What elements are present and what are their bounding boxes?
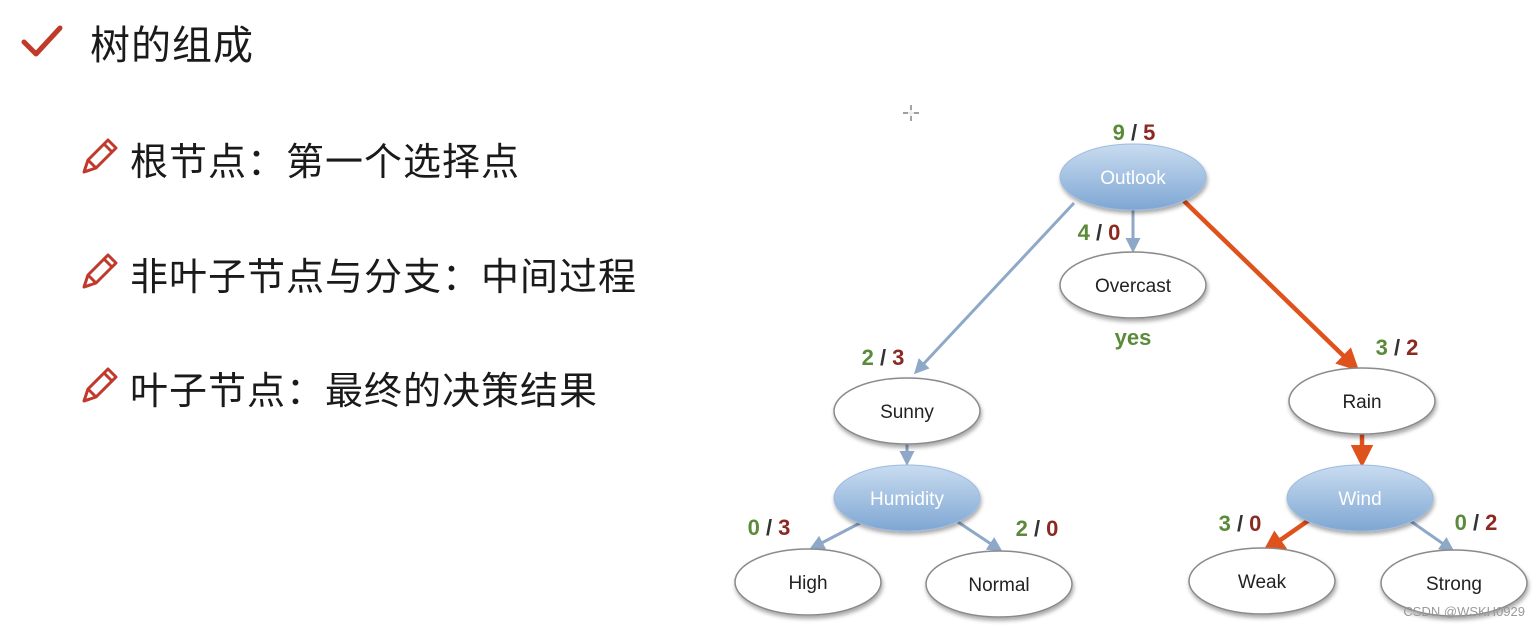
watermark: CSDN @WSKH0929 bbox=[1403, 604, 1525, 619]
no-count: 3 bbox=[772, 515, 790, 540]
no-count: 0 bbox=[1102, 220, 1120, 245]
node-outlook-label: Outlook bbox=[1100, 168, 1166, 189]
node-wind-label: Wind bbox=[1338, 489, 1381, 510]
yes-count: 4 bbox=[1078, 220, 1096, 245]
count-outlook: 9 / 5 bbox=[1113, 120, 1156, 145]
count-separator: / bbox=[766, 515, 772, 540]
yes-count: 0 bbox=[1455, 510, 1473, 535]
count-separator: / bbox=[1394, 335, 1400, 360]
yes-count: 9 bbox=[1113, 120, 1131, 145]
bullet-text: 根节点：第一个选择点 bbox=[130, 139, 521, 184]
bullet-internal-node: 非叶子节点与分支：中间过程 bbox=[76, 243, 637, 303]
count-separator: / bbox=[880, 345, 886, 370]
node-strong-label: Strong bbox=[1426, 574, 1482, 595]
edge-humidity-normal bbox=[957, 520, 1003, 552]
node-humidity-label: Humidity bbox=[870, 489, 944, 510]
edge-wind-weak bbox=[1262, 516, 1314, 553]
count-weak: 3 / 0 bbox=[1219, 511, 1262, 536]
node-high: High bbox=[734, 548, 882, 616]
count-separator: / bbox=[1237, 511, 1243, 536]
node-outlook-shape bbox=[1059, 143, 1207, 211]
node-rain-label: Rain bbox=[1342, 392, 1381, 413]
count-separator: / bbox=[1473, 510, 1479, 535]
node-outlook: Outlook bbox=[1059, 143, 1207, 211]
node-humidity: Humidity bbox=[833, 464, 981, 532]
crosshair-cursor-icon bbox=[903, 105, 919, 121]
result-overcast: yes bbox=[1115, 325, 1152, 350]
count-rain: 3 / 2 bbox=[1376, 335, 1419, 360]
count-separator: / bbox=[1034, 516, 1040, 541]
no-count: 3 bbox=[886, 345, 904, 370]
yes-count: 2 bbox=[862, 345, 880, 370]
no-count: 2 bbox=[1400, 335, 1418, 360]
node-sunny-shape bbox=[833, 377, 981, 445]
node-high-shape bbox=[734, 548, 882, 616]
node-high-label: High bbox=[788, 573, 827, 594]
node-overcast-shape bbox=[1059, 251, 1207, 319]
node-weak-shape bbox=[1188, 547, 1336, 615]
count-separator: / bbox=[1131, 120, 1137, 145]
count-overcast: 4 / 0 bbox=[1078, 220, 1121, 245]
node-overcast-label: Overcast bbox=[1095, 276, 1172, 297]
node-overcast: Overcast bbox=[1059, 251, 1207, 319]
no-count: 2 bbox=[1479, 510, 1497, 535]
edge-wind-strong bbox=[1408, 518, 1455, 552]
yes-count: 0 bbox=[748, 515, 766, 540]
no-count: 5 bbox=[1137, 120, 1155, 145]
bullet-root-node: 根节点：第一个选择点 bbox=[76, 128, 520, 188]
yes-count: 3 bbox=[1376, 335, 1394, 360]
node-strong: Strong bbox=[1380, 549, 1528, 617]
bullet-text: 非叶子节点与分支：中间过程 bbox=[130, 254, 638, 299]
section-heading: 树的组成 bbox=[20, 14, 254, 70]
pencil-icon bbox=[82, 138, 118, 174]
node-wind: Wind bbox=[1286, 464, 1434, 532]
node-normal: Normal bbox=[925, 550, 1073, 618]
node-normal-label: Normal bbox=[968, 575, 1029, 596]
node-rain: Rain bbox=[1288, 367, 1436, 435]
tree-edges bbox=[809, 199, 1455, 553]
no-count: 0 bbox=[1040, 516, 1058, 541]
node-rain-shape bbox=[1288, 367, 1436, 435]
page-title: 树的组成 bbox=[90, 23, 254, 69]
node-strong-shape bbox=[1380, 549, 1528, 617]
bullet-leaf-node: 叶子节点：最终的决策结果 bbox=[76, 357, 598, 417]
checkmark-icon bbox=[21, 25, 63, 57]
bullet-text: 叶子节点：最终的决策结果 bbox=[130, 368, 599, 413]
edge-outlook-rain bbox=[1182, 199, 1360, 372]
edge-outlook-sunny bbox=[913, 201, 1076, 375]
node-weak: Weak bbox=[1188, 547, 1336, 615]
count-normal: 2 / 0 bbox=[1016, 516, 1059, 541]
no-count: 0 bbox=[1243, 511, 1261, 536]
yes-count: 2 bbox=[1016, 516, 1034, 541]
node-sunny-label: Sunny bbox=[880, 402, 934, 423]
count-strong: 0 / 2 bbox=[1455, 510, 1498, 535]
count-sunny: 2 / 3 bbox=[862, 345, 905, 370]
node-normal-shape bbox=[925, 550, 1073, 618]
count-separator: / bbox=[1096, 220, 1102, 245]
pencil-icon bbox=[82, 367, 118, 403]
node-weak-label: Weak bbox=[1238, 572, 1287, 593]
pencil-icon bbox=[82, 253, 118, 289]
count-high: 0 / 3 bbox=[748, 515, 791, 540]
node-wind-shape bbox=[1286, 464, 1434, 532]
node-sunny: Sunny bbox=[833, 377, 981, 445]
node-humidity-shape bbox=[833, 464, 981, 532]
yes-count: 3 bbox=[1219, 511, 1237, 536]
edge-humidity-high bbox=[809, 520, 863, 550]
